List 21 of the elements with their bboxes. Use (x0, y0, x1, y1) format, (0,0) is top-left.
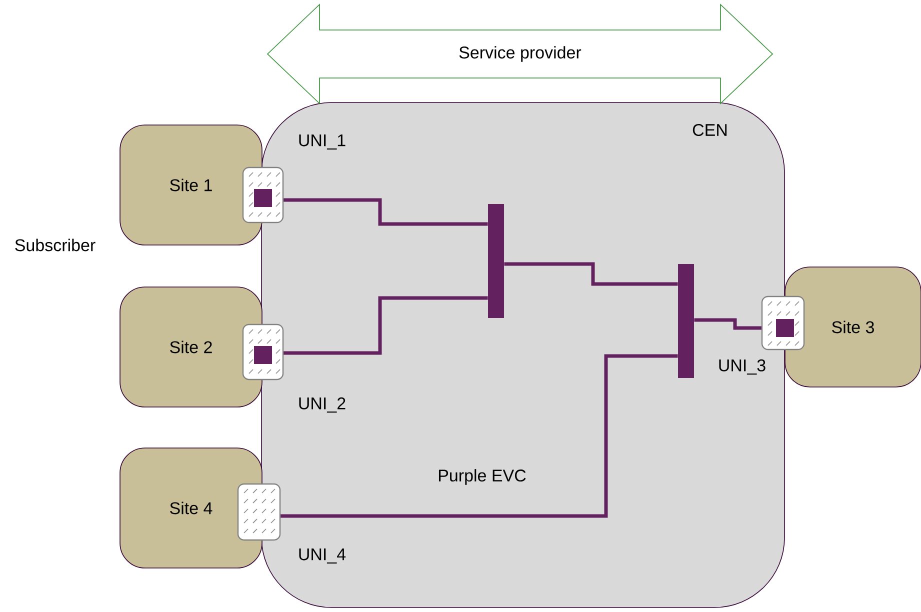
site-box: Site 1 (120, 124, 262, 246)
port-box (242, 166, 284, 224)
port-label: UNI_2 (299, 397, 346, 413)
site-box: Site 3 (784, 266, 921, 388)
port-box (242, 324, 284, 380)
connection-line (694, 318, 762, 330)
bridge-bar (678, 264, 694, 378)
text-label: Purple EVC (439, 469, 526, 485)
bridge-bar (488, 204, 504, 318)
port-box (237, 483, 281, 541)
site-box: Site 4 (120, 448, 262, 568)
port-label: UNI_4 (299, 548, 346, 564)
site-box: Site 2 (120, 286, 262, 408)
connection-line (284, 296, 488, 355)
connection-line (504, 262, 678, 286)
port-label: UNI_3 (719, 359, 766, 375)
text-label: Subscriber (15, 238, 96, 252)
port-label: UNI_1 (299, 134, 346, 150)
connection-line (280, 354, 678, 518)
connection-line (284, 198, 488, 226)
port-box (761, 296, 805, 350)
